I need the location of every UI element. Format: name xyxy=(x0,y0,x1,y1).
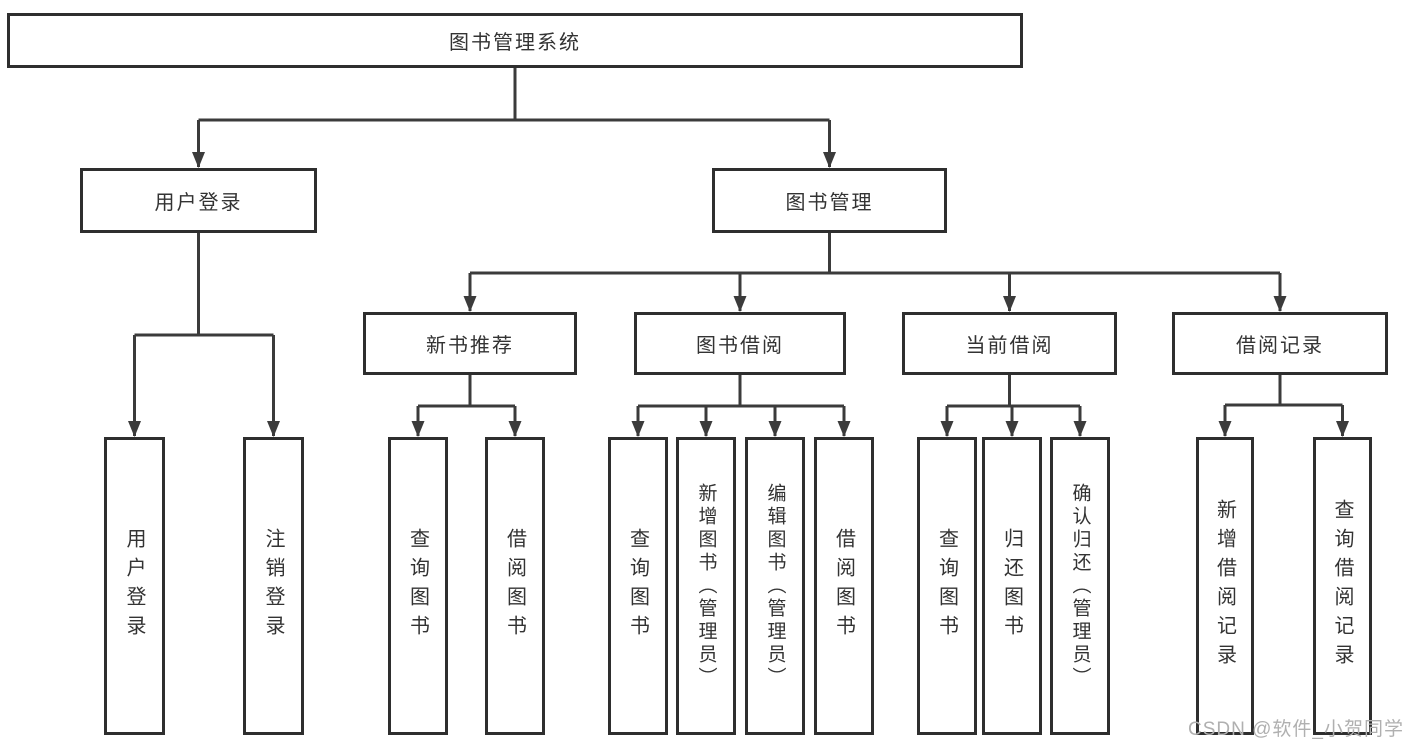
leaf-add-books-admin: 新增图书（管理员） xyxy=(676,437,736,735)
leaf-edit-books-admin: 编辑图书（管理员） xyxy=(745,437,805,735)
leaf-user-login: 用户登录 xyxy=(104,437,165,735)
node-library-management-system: 图书管理系统 xyxy=(7,13,1023,68)
branch-user-login xyxy=(134,233,274,337)
leaf-add-borrow-record: 新增借阅记录 xyxy=(1196,437,1254,735)
leaf-confirm-return-admin: 确认归还（管理员） xyxy=(1050,437,1110,735)
branch-new-book-recommendation xyxy=(418,375,515,408)
branch-root xyxy=(198,68,830,122)
branch-book-borrowing xyxy=(638,375,844,408)
node-book-borrowing: 图书借阅 xyxy=(634,312,846,375)
node-new-book-recommendation: 新书推荐 xyxy=(363,312,577,375)
csdn-watermark: CSDN @软件_小贺同学 xyxy=(1188,719,1404,740)
leaf-query-borrow-record: 查询借阅记录 xyxy=(1313,437,1372,735)
branch-borrowing-records xyxy=(1225,375,1343,407)
leaf-borrow-books-recommendation: 借阅图书 xyxy=(485,437,545,735)
node-current-borrowing: 当前借阅 xyxy=(902,312,1117,375)
leaf-query-books-borrowing: 查询图书 xyxy=(608,437,668,735)
branch-book-management xyxy=(470,233,1280,275)
node-user-login: 用户登录 xyxy=(80,168,317,233)
leaf-query-books-recommendation: 查询图书 xyxy=(388,437,448,735)
leaf-borrow-books: 借阅图书 xyxy=(814,437,874,735)
branch-current-borrowing xyxy=(947,375,1080,408)
node-book-management: 图书管理 xyxy=(712,168,947,233)
node-borrowing-records: 借阅记录 xyxy=(1172,312,1388,375)
leaf-return-books: 归还图书 xyxy=(982,437,1042,735)
leaf-logout: 注销登录 xyxy=(243,437,304,735)
leaf-query-books-current: 查询图书 xyxy=(917,437,977,735)
